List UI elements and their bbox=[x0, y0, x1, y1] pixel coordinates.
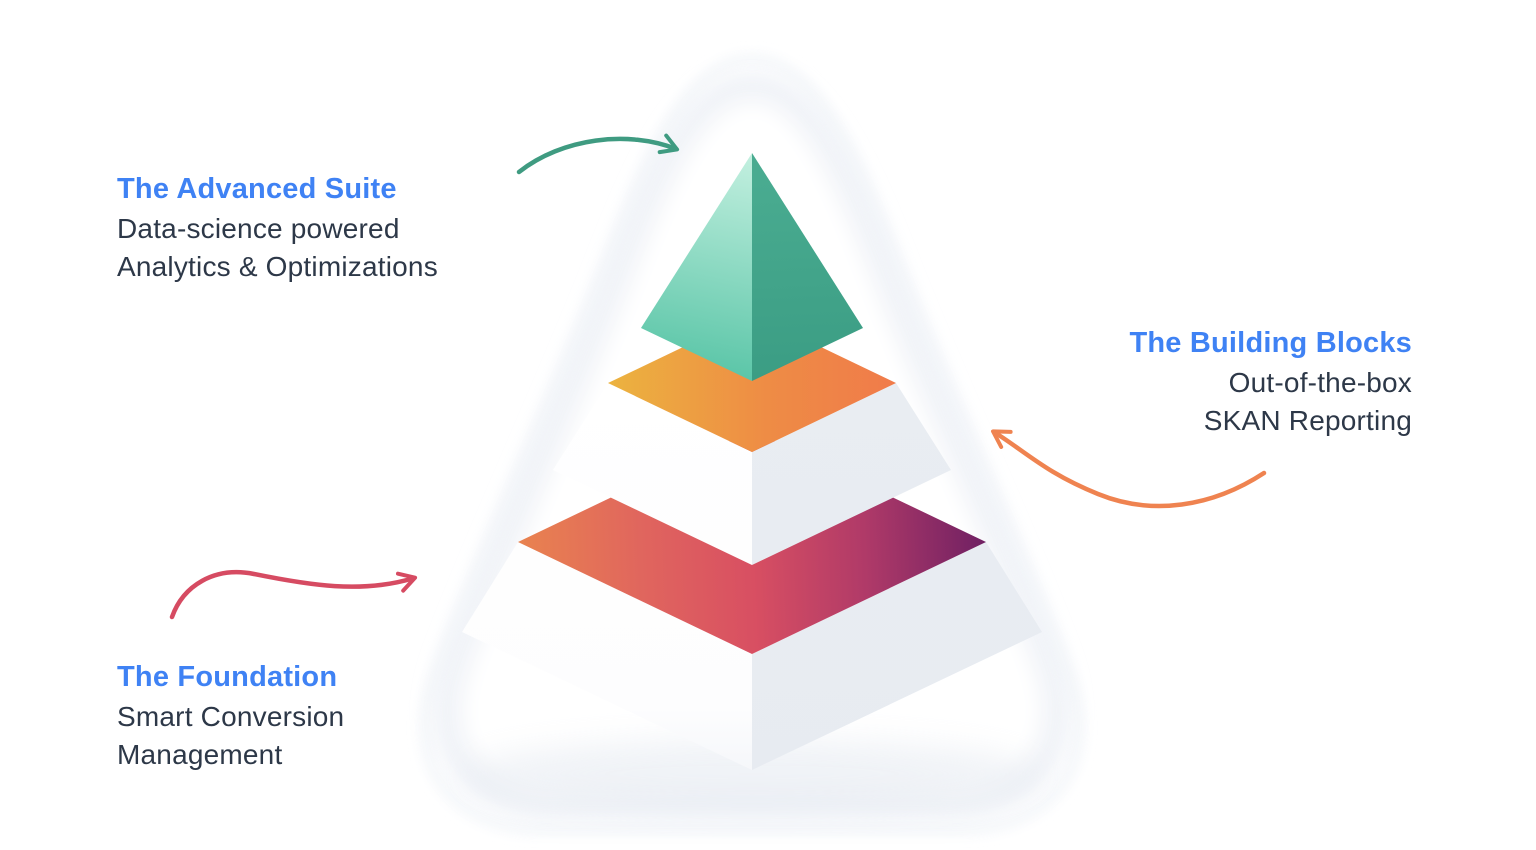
tier-bottom-left-face bbox=[462, 542, 752, 770]
building-blocks-arrow bbox=[991, 429, 1267, 509]
tier-middle-right-face bbox=[752, 383, 951, 565]
advanced-suite-label: The Advanced Suite Data-science powered … bbox=[117, 172, 438, 286]
tier-middle-top-band bbox=[608, 314, 896, 452]
foundation-label: The Foundation Smart Conversion Manageme… bbox=[117, 660, 344, 774]
tier-bottom-right-face bbox=[752, 542, 1042, 770]
advanced-suite-arrow bbox=[516, 133, 680, 175]
base-shadow bbox=[467, 740, 1037, 808]
advanced-suite-title: The Advanced Suite bbox=[117, 173, 397, 205]
foundation-arrow bbox=[169, 570, 418, 620]
building-blocks-line1: Out-of-the-box bbox=[1228, 367, 1412, 398]
foundation-line2: Management bbox=[117, 739, 283, 770]
advanced-suite-line1: Data-science powered bbox=[117, 213, 400, 244]
building-blocks-label: The Building Blocks Out-of-the-box SKAN … bbox=[1129, 326, 1412, 440]
building-blocks-title: The Building Blocks bbox=[1129, 327, 1412, 359]
building-blocks-line2: SKAN Reporting bbox=[1203, 405, 1412, 436]
foundation-title: The Foundation bbox=[117, 661, 338, 693]
tier-middle-left-face bbox=[553, 383, 752, 565]
tier-top-left-face bbox=[641, 153, 752, 381]
foundation-line1: Smart Conversion bbox=[117, 701, 345, 732]
tier-middle-building-blocks bbox=[553, 314, 951, 565]
tier-top-right-face bbox=[752, 153, 863, 381]
advanced-suite-line2: Analytics & Optimizations bbox=[117, 251, 438, 282]
tier-top-advanced-suite bbox=[641, 153, 863, 381]
